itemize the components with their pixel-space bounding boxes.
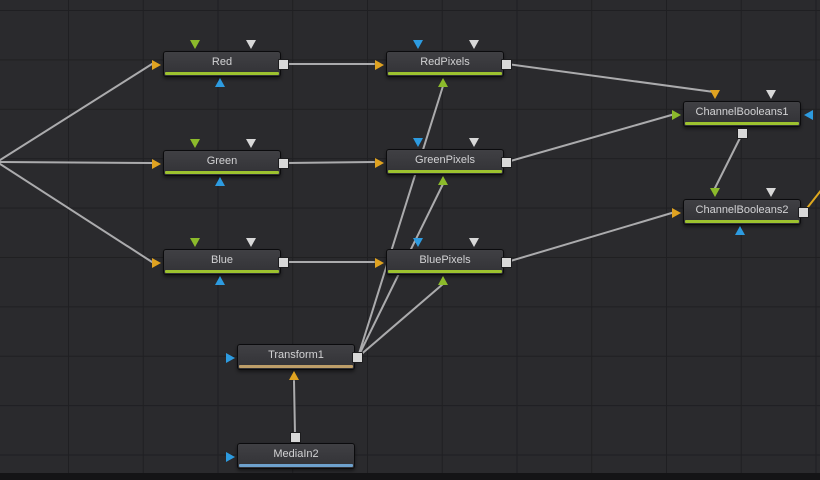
input-port-white-top[interactable] [469, 238, 479, 247]
node-bluepixels[interactable]: BluePixels [375, 238, 512, 285]
output-port[interactable] [501, 59, 512, 70]
input-port-blue-bottom[interactable] [215, 276, 225, 285]
output-port[interactable] [501, 157, 512, 168]
input-port-yellow-left[interactable] [152, 258, 161, 268]
node-label: GreenPixels [415, 154, 475, 166]
input-port-green-left[interactable] [672, 110, 681, 120]
node-label: Transform1 [268, 349, 324, 361]
node-accent-bar [165, 270, 279, 273]
wire-green-to-greenpixels[interactable] [285, 161, 375, 164]
input-port-green-top[interactable] [190, 139, 200, 148]
node-label: MediaIn2 [273, 448, 319, 460]
input-port-blue-left[interactable] [226, 452, 235, 462]
wire-offscreen-to-blue[interactable] [0, 162, 153, 263]
node-blue[interactable]: Blue [152, 238, 289, 285]
node-label: BluePixels [419, 254, 471, 266]
wire-offscreen-to-green[interactable] [0, 161, 153, 164]
node-accent-bar [239, 464, 353, 467]
node-label: ChannelBooleans1 [695, 106, 789, 118]
input-port-yellow-left[interactable] [672, 208, 681, 218]
output-port[interactable] [352, 352, 363, 363]
node-label: Green [206, 155, 238, 167]
input-port-white-top[interactable] [766, 90, 776, 99]
input-port-green-top[interactable] [710, 188, 720, 197]
input-port-blue-top[interactable] [413, 40, 423, 49]
input-port-white-top[interactable] [469, 138, 479, 147]
output-port[interactable] [278, 257, 289, 268]
input-port-yellow-left[interactable] [152, 60, 161, 70]
output-port[interactable] [278, 158, 289, 169]
input-port-green-top[interactable] [190, 238, 200, 247]
node-red[interactable]: Red [152, 40, 289, 87]
input-port-blue-bottom[interactable] [215, 177, 225, 186]
input-port-blue-top[interactable] [413, 238, 423, 247]
node-accent-bar [388, 72, 502, 75]
node-label: Blue [210, 254, 234, 266]
node-accent-bar [685, 122, 799, 125]
node-accent-bar [685, 220, 799, 223]
node-greenpixels[interactable]: GreenPixels [375, 138, 512, 185]
input-port-white-top[interactable] [469, 40, 479, 49]
wire-greenpixels-to-channelbooleans1[interactable] [506, 113, 676, 163]
node-transform1[interactable]: Transform1 [226, 344, 363, 380]
node-redpixels[interactable]: RedPixels [375, 40, 512, 87]
input-port-blue-bottom[interactable] [215, 78, 225, 87]
wire-transform1-to-bluepixels[interactable] [357, 283, 444, 358]
input-port-yellow-left[interactable] [375, 158, 384, 168]
input-port-yellow-top[interactable] [710, 90, 720, 99]
node-accent-bar [239, 365, 353, 368]
input-port-white-top[interactable] [246, 40, 256, 49]
node-accent-bar [165, 171, 279, 174]
wire-offscreen-to-red[interactable] [0, 63, 153, 162]
node-channelbooleans2[interactable]: ChannelBooleans2 [672, 188, 809, 235]
node-label: ChannelBooleans2 [695, 204, 789, 216]
node-green[interactable]: Green [152, 139, 289, 186]
input-port-white-top[interactable] [246, 139, 256, 148]
node-label: RedPixels [420, 56, 470, 68]
input-port-yellow-left[interactable] [375, 60, 384, 70]
input-port-green-top[interactable] [190, 40, 200, 49]
input-port-green-bottom[interactable] [438, 176, 448, 185]
input-port-white-top[interactable] [246, 238, 256, 247]
node-accent-bar [388, 270, 502, 273]
wire-mediain2-to-transform1[interactable] [293, 380, 296, 435]
input-port-blue-left[interactable] [226, 353, 235, 363]
output-port[interactable] [501, 257, 512, 268]
panel-bottom-edge [0, 473, 820, 480]
input-port-yellow-left[interactable] [152, 159, 161, 169]
wire-channelbooleans1-to-channelbooleans2[interactable] [713, 133, 743, 191]
output-port[interactable] [278, 59, 289, 70]
input-port-green-bottom[interactable] [438, 276, 448, 285]
input-port-yellow-left[interactable] [375, 258, 384, 268]
node-channelbooleans1[interactable]: ChannelBooleans1 [672, 90, 813, 139]
node-label: Red [211, 56, 233, 68]
node-accent-bar [165, 72, 279, 75]
input-port-white-top[interactable] [766, 188, 776, 197]
input-port-blue-right[interactable] [804, 110, 813, 120]
wire-transform1-to-redpixels[interactable] [357, 85, 444, 358]
input-port-blue-bottom[interactable] [735, 226, 745, 235]
output-port[interactable] [737, 128, 748, 139]
node-mediain2[interactable]: MediaIn2 [226, 432, 355, 469]
output-port[interactable] [290, 432, 301, 443]
wire-redpixels-to-channelbooleans1[interactable] [506, 63, 715, 93]
wire-bluepixels-to-channelbooleans2[interactable] [506, 211, 676, 263]
input-port-green-bottom[interactable] [438, 78, 448, 87]
output-port[interactable] [798, 207, 809, 218]
node-accent-bar [388, 170, 502, 173]
input-port-yellow-bottom[interactable] [289, 371, 299, 380]
input-port-blue-top[interactable] [413, 138, 423, 147]
